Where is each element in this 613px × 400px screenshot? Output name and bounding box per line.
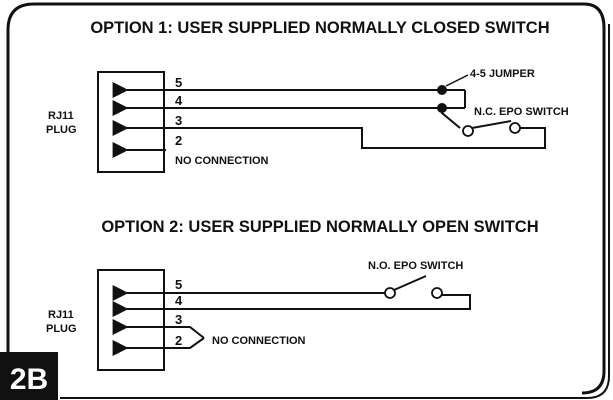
- option1-pin-3: 3: [175, 113, 182, 128]
- option1-no-connection-label: NO CONNECTION: [175, 155, 269, 167]
- option2-switch-contact-left: [384, 287, 396, 299]
- option1-pin-5: 5: [175, 75, 182, 90]
- option2-pin-3: 3: [175, 312, 182, 327]
- option1-switch-contact-left: [462, 125, 474, 137]
- option2-wire-pin3: [140, 326, 205, 339]
- option2-plug-label-line1: RJ11: [48, 309, 74, 321]
- option2-title: OPTION 2: USER SUPPLIED NORMALLY OPEN SW…: [101, 218, 538, 236]
- option1-jumper-label: 4-5 JUMPER: [470, 68, 535, 80]
- option2-pin-4: 4: [175, 293, 183, 308]
- outer-frame-shadow: [60, 24, 610, 399]
- option2-plug-box: [97, 269, 165, 371]
- option2-switch-label: N.O. EPO SWITCH: [368, 260, 463, 272]
- option1-jumper-leader: [445, 74, 469, 87]
- option1-plug-label-line1: RJ11: [48, 110, 74, 122]
- outer-frame: [6, 2, 606, 395]
- option2-pin-2: 2: [175, 333, 182, 348]
- option2-pin-5: 5: [175, 277, 182, 292]
- option1-switch-blade: [471, 120, 512, 129]
- option1-title: OPTION 1: USER SUPPLIED NORMALLY CLOSED …: [90, 19, 549, 37]
- option1-switch-drop: [441, 108, 461, 129]
- figure-badge: 2B: [10, 363, 48, 396]
- option2-wire-pin4: [140, 294, 471, 310]
- option2-plug-label-line2: PLUG: [46, 323, 77, 335]
- figure-badge-box: [0, 352, 58, 400]
- option1-plug-label-line2: PLUG: [46, 124, 77, 136]
- option1-wire-pin3: [122, 127, 546, 149]
- option1-pin-4: 4: [175, 93, 183, 108]
- option1-jumper-node-5: [437, 85, 447, 95]
- option1-switch-label: N.C. EPO SWITCH: [474, 106, 569, 118]
- option1-switch-contact-right: [509, 122, 521, 134]
- option2-switch-contact-right: [431, 287, 443, 299]
- option2-switch-blade: [393, 275, 427, 291]
- option1-plug-box: [97, 71, 165, 173]
- option1-pin-2: 2: [175, 133, 182, 148]
- option2-no-connection-label: NO CONNECTION: [212, 335, 306, 347]
- option2-wire-pin2: [140, 337, 205, 349]
